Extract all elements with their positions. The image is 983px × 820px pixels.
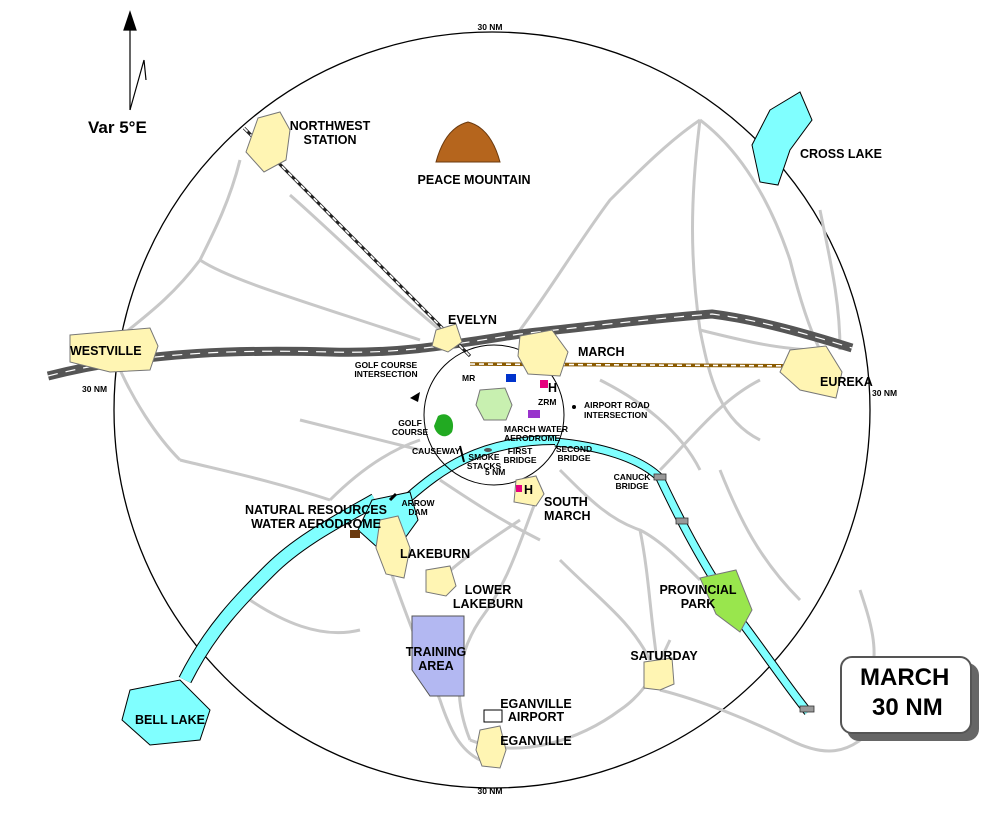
highway [46, 309, 854, 381]
label-heliport-march: H [548, 381, 557, 395]
label-golf-course-2: COURSE [392, 427, 429, 437]
north-arrow-icon [123, 10, 147, 111]
range-ring-30nm [113, 31, 871, 789]
cross-lake-shape [751, 91, 813, 186]
label-golf-course-intersection-1: GOLF COURSE [355, 360, 418, 370]
heliport-south-march-marker [516, 485, 522, 492]
landmarks [350, 374, 576, 723]
label-arrow-dam-1: ARROW [401, 498, 435, 508]
town-eganville [475, 725, 507, 769]
label-provincial-park-1: PROVINCIAL [659, 583, 736, 597]
arrow-dam-marker [388, 492, 398, 502]
label-smoke-stacks-1: SMOKE [468, 452, 500, 462]
town-lower-lakeburn [425, 565, 457, 597]
natural-resources-building [350, 530, 360, 538]
river-bridge-3 [799, 705, 815, 713]
label-march-water-2: AERODROME [504, 433, 561, 443]
label-canuck-bridge-2: BRIDGE [615, 481, 648, 491]
label-natural-resources-2: WATER AERODROME [251, 517, 381, 531]
provincial-park [699, 569, 753, 633]
label-golf-course-1: GOLF [398, 418, 422, 428]
label-northwest-station-2: STATION [303, 133, 356, 147]
range-ring-5nm [423, 344, 565, 486]
golf-course-marker [434, 414, 454, 437]
labels: 30 NM 30 NM 30 NM 30 NM 5 NM NORTHWEST S… [70, 22, 897, 796]
label-eganville-airport-1: EGANVILLE [500, 697, 572, 711]
label-causeway: CAUSEWAY [412, 446, 461, 456]
label-natural-resources-1: NATURAL RESOURCES [245, 503, 387, 517]
magnetic-variation-label: Var 5°E [88, 118, 147, 137]
range-label-right: 30 NM [872, 388, 897, 398]
town-south-march [513, 475, 545, 507]
label-golf-course-intersection-2: INTERSECTION [354, 369, 417, 379]
march-central-park [475, 387, 513, 421]
label-training-area-1: TRAINING [406, 645, 466, 659]
chart-title-line-2: 30 NM [872, 694, 943, 721]
label-second-bridge-1: SECOND [556, 444, 592, 454]
label-south-march-1: SOUTH [544, 495, 588, 509]
heliport-march-marker [540, 380, 548, 388]
label-provincial-park-2: PARK [681, 597, 716, 611]
label-canuck-bridge-1: CANUCK [614, 472, 652, 482]
label-march-water-1: MARCH WATER [504, 424, 568, 434]
peace-mountain-icon [435, 121, 501, 163]
towns [69, 111, 843, 769]
label-eureka: EUREKA [820, 375, 873, 389]
label-bell-lake: BELL LAKE [135, 713, 205, 727]
label-lakeburn: LAKEBURN [400, 547, 470, 561]
label-lower-lakeburn-1: LOWER [465, 583, 512, 597]
eganville-airport-icon [483, 709, 503, 723]
training-area [411, 615, 465, 697]
label-training-area-2: AREA [418, 659, 453, 673]
town-saturday [643, 657, 675, 691]
airport-road-intersection-dot [572, 405, 576, 409]
river [178, 435, 812, 715]
label-first-bridge-1: FIRST [508, 446, 533, 456]
label-westville: WESTVILLE [70, 344, 142, 358]
label-zrm: ZRM [538, 397, 556, 407]
chart-title-line-1: MARCH [860, 664, 950, 691]
purple-building [528, 410, 540, 418]
label-eganville: EGANVILLE [500, 734, 572, 748]
river-bridge-2 [675, 517, 689, 525]
label-saturday: SATURDAY [630, 649, 698, 663]
town-northwest-station [245, 111, 291, 173]
golf-intersection-marker [410, 392, 420, 402]
secondary-roads [108, 118, 882, 762]
chart-title-box: MARCH 30 NM [840, 656, 972, 734]
label-south-march-2: MARCH [544, 509, 591, 523]
town-lakeburn [375, 515, 411, 579]
range-label-left: 30 NM [82, 384, 107, 394]
label-northwest-station-1: NORTHWEST [290, 119, 371, 133]
label-mr: MR [462, 373, 475, 383]
label-first-bridge-2: BRIDGE [503, 455, 536, 465]
label-arrow-dam-2: DAM [408, 507, 427, 517]
town-westville [69, 327, 159, 373]
range-label-bottom: 30 NM [477, 786, 502, 796]
canuck-bridge-marker [653, 473, 667, 481]
range-label-top: 30 NM [477, 22, 502, 32]
label-eganville-airport-2: AIRPORT [508, 710, 565, 724]
bridges [653, 473, 815, 713]
causeway-marker [459, 445, 465, 463]
range-label-inner: 5 NM [485, 467, 505, 477]
smoke-stacks-icon [484, 448, 492, 452]
label-peace-mountain: PEACE MOUNTAIN [418, 173, 531, 187]
label-airport-road-1: AIRPORT ROAD [584, 400, 650, 410]
town-evelyn [431, 323, 463, 353]
label-cross-lake: CROSS LAKE [800, 147, 882, 161]
label-heliport-south-march: H [524, 483, 533, 497]
march-building-blue [506, 374, 516, 382]
label-second-bridge-2: BRIDGE [557, 453, 590, 463]
label-march: MARCH [578, 345, 625, 359]
town-march [517, 329, 569, 377]
label-smoke-stacks-2: STACKS [467, 461, 502, 471]
bell-lake-shape [121, 679, 211, 746]
town-eureka [779, 345, 843, 399]
label-airport-road-2: INTERSECTION [584, 410, 647, 420]
label-lower-lakeburn-2: LAKEBURN [453, 597, 523, 611]
label-evelyn: EVELYN [448, 313, 497, 327]
